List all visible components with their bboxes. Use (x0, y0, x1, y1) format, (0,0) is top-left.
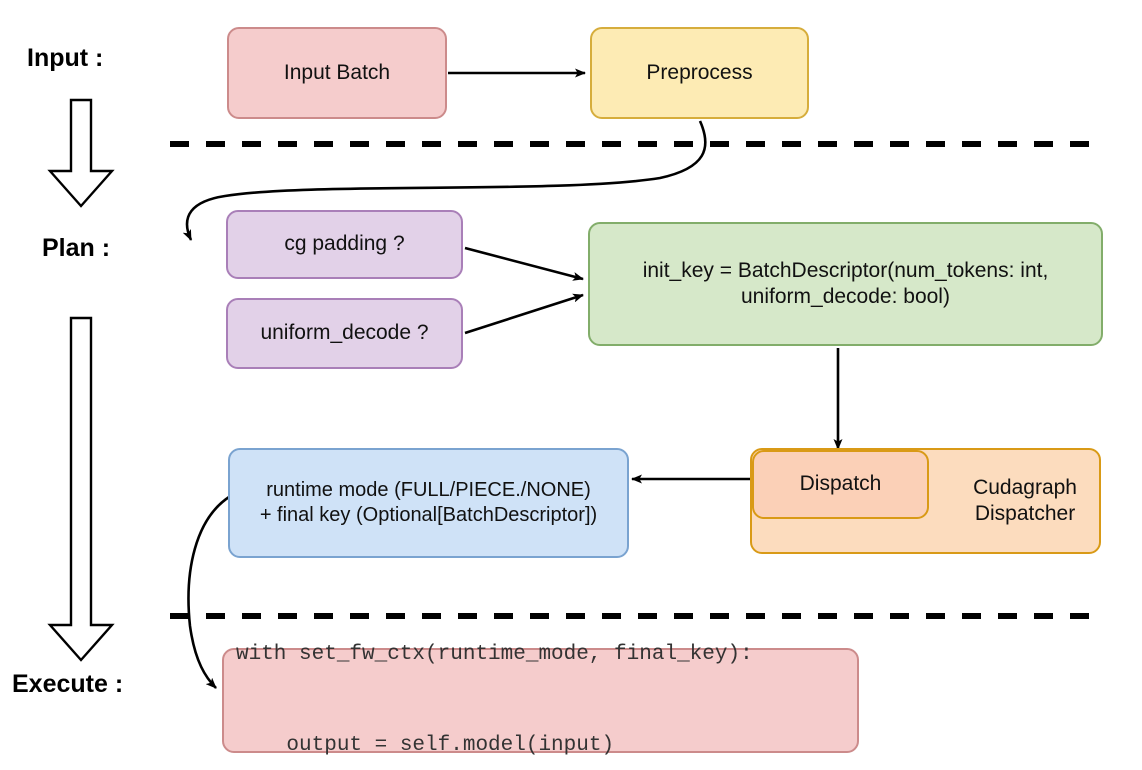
edge-preprocess-to-cg-padding (182, 120, 707, 241)
node-cudagraph-dispatcher-line1: Cudagraph (973, 475, 1077, 499)
node-runtime-mode-text: runtime mode (FULL/PIECE./NONE) + final … (260, 478, 597, 528)
node-cudagraph-dispatcher-text: Cudagraph Dispatcher (973, 475, 1077, 528)
node-init-key-line1: init_key = BatchDescriptor(num_tokens: i… (642, 258, 1049, 282)
node-uniform-decode[interactable]: uniform_decode ? (226, 298, 463, 369)
node-dispatch-label: Dispatch (799, 472, 882, 496)
node-dispatch[interactable]: Dispatch (752, 450, 929, 519)
node-input-batch-label: Input Batch (283, 60, 391, 84)
node-init-key[interactable]: init_key = BatchDescriptor(num_tokens: i… (588, 222, 1103, 346)
stage-arrow-input-to-plan (47, 98, 115, 208)
node-uniform-decode-label: uniform_decode ? (260, 321, 429, 345)
stage-arrow-plan-to-execute (47, 316, 115, 662)
edge-runtime-mode-to-exec-code (187, 495, 230, 689)
node-preprocess[interactable]: Preprocess (590, 27, 809, 119)
node-cg-padding[interactable]: cg padding ? (226, 210, 463, 279)
node-exec-code-text: with set_fw_ctx(runtime_mode, final_key)… (236, 579, 753, 770)
node-cg-padding-label: cg padding ? (284, 232, 405, 256)
node-runtime-mode[interactable]: runtime mode (FULL/PIECE./NONE) + final … (228, 448, 629, 558)
node-exec-code-line2: output = self.model(input) (236, 733, 615, 757)
node-exec-code-line1: with set_fw_ctx(runtime_mode, final_key)… (236, 642, 753, 666)
node-input-batch[interactable]: Input Batch (227, 27, 447, 119)
node-cudagraph-dispatcher-line2: Dispatcher (974, 502, 1076, 525)
node-init-key-line2: uniform_decode: bool) (741, 285, 950, 308)
edge-cg-padding-to-init-key (464, 246, 584, 281)
node-runtime-mode-line2: + final key (Optional[BatchDescriptor]) (259, 504, 598, 526)
stage-label-input: Input : (27, 44, 104, 72)
node-runtime-mode-line1: runtime mode (FULL/PIECE./NONE) (266, 479, 591, 501)
stage-label-plan: Plan : (42, 234, 111, 262)
node-preprocess-label: Preprocess (646, 60, 753, 84)
stage-label-execute: Execute : (12, 670, 124, 698)
node-init-key-text: init_key = BatchDescriptor(num_tokens: i… (643, 258, 1049, 311)
edge-uniform-decode-to-init-key (464, 293, 584, 335)
node-exec-code[interactable]: with set_fw_ctx(runtime_mode, final_key)… (222, 643, 859, 757)
